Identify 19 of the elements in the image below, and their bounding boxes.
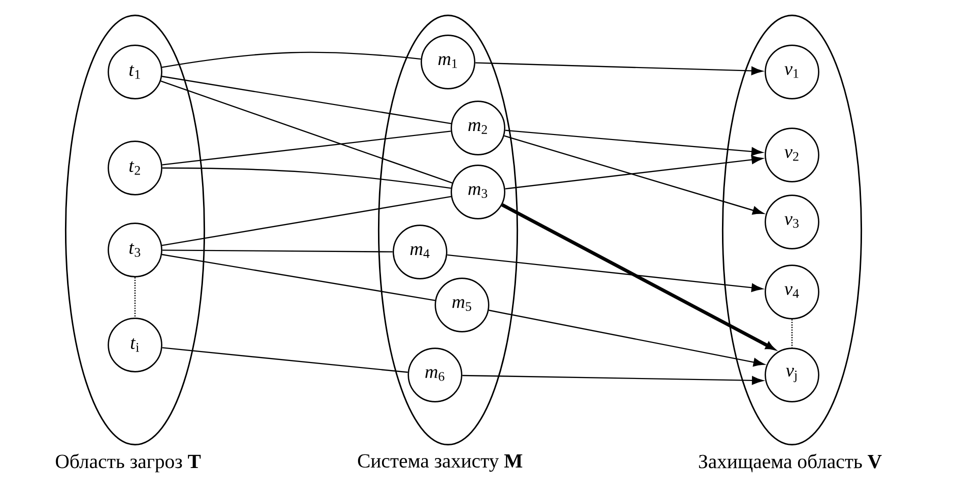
connector-line <box>160 80 452 184</box>
connector-line <box>162 52 421 68</box>
connector-line <box>162 254 436 302</box>
set-caption: Захищаема область V <box>699 454 882 472</box>
dotted-line <box>791 319 793 348</box>
connector-line <box>162 347 408 373</box>
set-caption: Область загроз T <box>56 454 201 472</box>
arrow <box>505 155 763 190</box>
connector-line <box>162 76 452 124</box>
dotted-line <box>134 277 136 318</box>
connector-line <box>162 167 452 189</box>
arrow <box>475 62 763 76</box>
arrow <box>462 374 764 385</box>
connector-line <box>162 196 452 246</box>
set-caption: Система захисту M <box>358 454 522 472</box>
connector-line <box>162 130 451 166</box>
connector-line <box>162 250 393 252</box>
arrow <box>505 130 763 156</box>
arrow <box>504 135 764 215</box>
